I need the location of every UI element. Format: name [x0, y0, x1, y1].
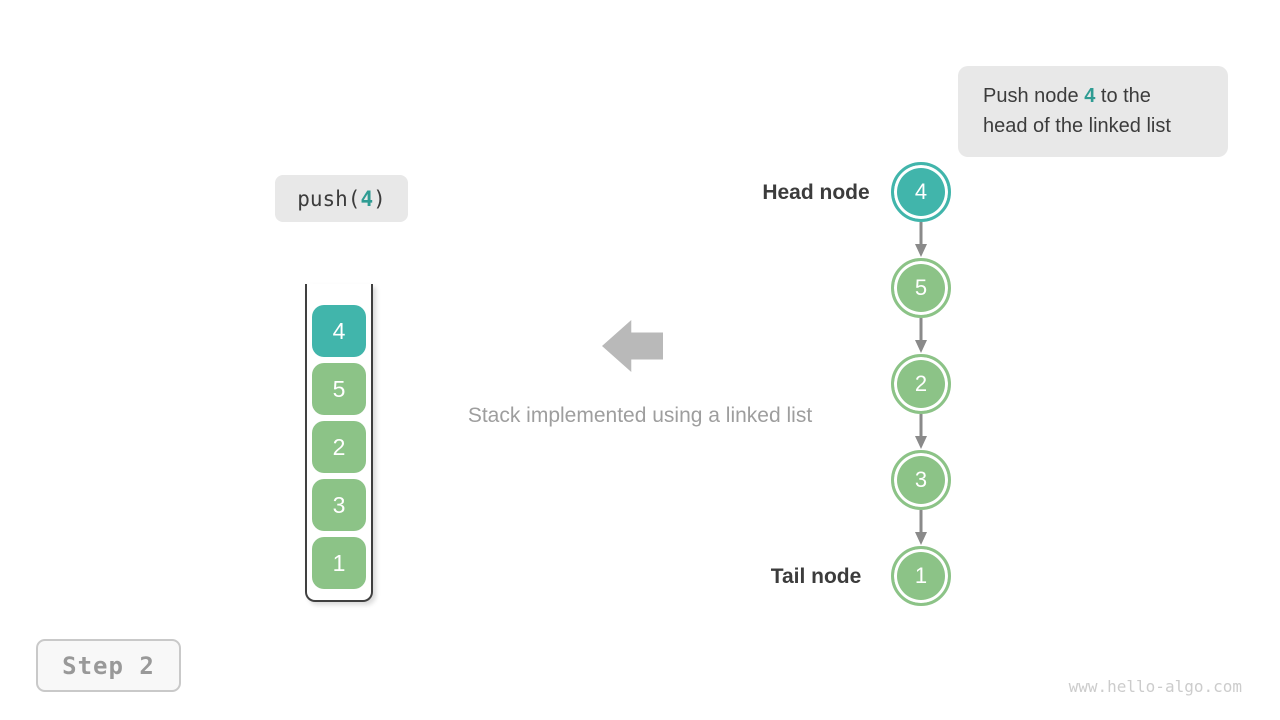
tail-node-label: Tail node [770, 565, 862, 588]
diagram-caption: Stack implemented using a linked list [467, 404, 813, 427]
callout-highlight-value: 4 [1084, 85, 1096, 107]
arrow-down-icon [915, 222, 927, 257]
stack-item: 1 [312, 537, 366, 589]
operation-prefix: push( [297, 186, 361, 211]
list-node: 1 [891, 546, 951, 606]
callout-line1-prefix: Push node [983, 85, 1085, 107]
callout-line1: Push node 4 to the [983, 85, 1151, 107]
step-badge: Step 2 [36, 639, 181, 692]
list-node: 3 [891, 450, 951, 510]
callout-line2: head of the linked list [983, 115, 1171, 137]
arrow-down-icon [915, 414, 927, 449]
list-node: 4 [891, 162, 951, 222]
annotation-callout: Push node 4 to the head of the linked li… [958, 66, 1228, 157]
watermark: www.hello-algo.com [1068, 677, 1242, 696]
callout-line1-suffix: to the [1095, 85, 1151, 107]
push-operation-chip: push(4) [275, 175, 408, 222]
operation-suffix: ) [373, 186, 386, 211]
arrow-down-icon [915, 510, 927, 545]
list-node: 2 [891, 354, 951, 414]
stack-item: 5 [312, 363, 366, 415]
stack-item: 3 [312, 479, 366, 531]
operation-arg: 4 [360, 186, 374, 211]
head-node-label: Head node [762, 181, 870, 204]
left-block-arrow-icon [602, 320, 663, 372]
arrow-down-icon [915, 318, 927, 353]
list-node: 5 [891, 258, 951, 318]
stack-item: 2 [312, 421, 366, 473]
stack-container: 4 5 2 3 1 [305, 284, 373, 602]
stack-item: 4 [312, 305, 366, 357]
